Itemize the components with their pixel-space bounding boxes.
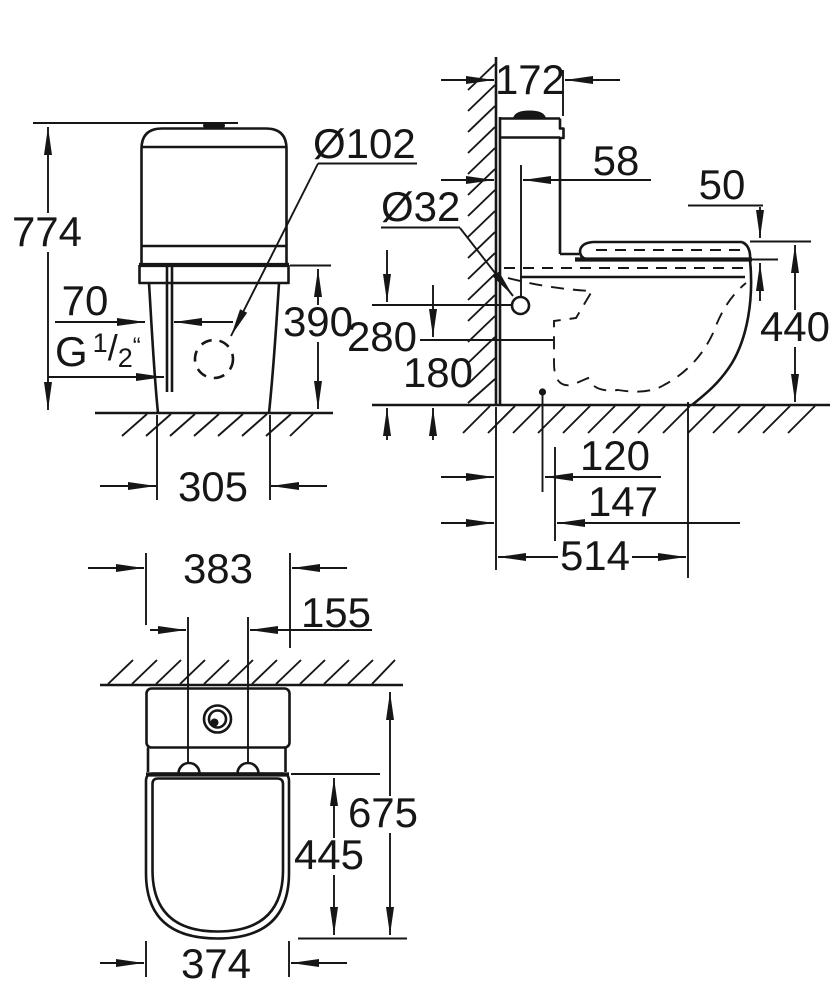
dim-bolt-spacing: 155 bbox=[150, 589, 372, 763]
dim-base-width: 305 bbox=[100, 415, 327, 510]
bowl-right-edge bbox=[267, 282, 281, 414]
seat-cover-back bbox=[578, 240, 594, 261]
plan-wall-hatch bbox=[107, 659, 396, 685]
flush-button-outer bbox=[202, 704, 233, 734]
flush-button-mark bbox=[210, 718, 219, 727]
bowl-front-curve bbox=[691, 259, 753, 407]
dim-inlet-from-wall: 58 bbox=[441, 137, 651, 184]
cistern-outline bbox=[140, 127, 288, 265]
dim-outlet-height: 180 bbox=[403, 285, 553, 440]
bowl-left-edge bbox=[147, 282, 160, 414]
dim-label-172: 172 bbox=[495, 56, 565, 103]
flush-button-inner bbox=[207, 709, 228, 729]
dim-label-70: 70 bbox=[62, 277, 109, 324]
bolt-hole-left bbox=[177, 761, 201, 774]
bolt-hole-right bbox=[236, 761, 260, 774]
cistern-front-side bbox=[558, 118, 565, 254]
dim-label-280: 280 bbox=[347, 313, 417, 360]
dim-outlet-from-wall-alt: 147 bbox=[441, 447, 740, 541]
dim-label-inlet-dia: Ø32 bbox=[381, 183, 460, 230]
dim-label-155: 155 bbox=[301, 589, 371, 636]
dim-label-147: 147 bbox=[588, 478, 658, 525]
trap-hidden-outline bbox=[507, 277, 747, 393]
dim-label-514: 514 bbox=[560, 532, 630, 579]
dim-label-180: 180 bbox=[403, 349, 473, 396]
seat-band bbox=[138, 265, 290, 285]
dim-plan-total-depth: 675 bbox=[298, 692, 418, 940]
side-floor-hatch bbox=[462, 405, 816, 434]
cistern-plan bbox=[145, 687, 291, 749]
dim-outlet-from-wall: 120 bbox=[441, 407, 661, 570]
dim-label-774: 774 bbox=[12, 208, 82, 255]
side-view: 172 58 Ø32 50 440 bbox=[347, 56, 830, 579]
dim-overall-height: 774 bbox=[12, 122, 238, 410]
seat-nose bbox=[741, 240, 752, 261]
dim-label-flush-dia: Ø102 bbox=[313, 120, 416, 167]
dim-label-390: 390 bbox=[283, 298, 353, 345]
dim-seat-thickness: 50 bbox=[688, 161, 778, 301]
plan-view: 383 155 675 445 37 bbox=[88, 545, 418, 987]
dim-seat-length: 445 bbox=[291, 773, 380, 935]
inlet-callout: Ø32 bbox=[381, 183, 514, 297]
dim-inlet-offset: 70 bbox=[55, 277, 233, 326]
dim-label-120: 120 bbox=[580, 432, 650, 479]
dim-rim-height: 440 bbox=[750, 240, 830, 402]
dim-label-305: 305 bbox=[178, 463, 248, 510]
dim-label-50: 50 bbox=[699, 161, 746, 208]
dim-label-440: 440 bbox=[760, 303, 830, 350]
dim-label-374: 374 bbox=[181, 940, 251, 987]
flush-hole-callout: Ø102 bbox=[230, 120, 417, 337]
seat-plan-outer bbox=[144, 772, 291, 940]
dim-bowl-width: 374 bbox=[100, 940, 347, 987]
inlet-circle bbox=[510, 295, 531, 316]
flush-hole-dashed-circle bbox=[193, 338, 235, 380]
dim-total-depth: 514 bbox=[498, 402, 689, 579]
dim-cistern-width: 383 bbox=[88, 545, 347, 648]
dim-label-383: 383 bbox=[183, 545, 253, 592]
dim-label-675: 675 bbox=[348, 789, 418, 836]
seat-plan-inner bbox=[151, 777, 285, 933]
dim-inlet-height: 280 bbox=[347, 250, 511, 440]
dim-label-58: 58 bbox=[593, 137, 640, 184]
dim-label-445: 445 bbox=[294, 831, 364, 878]
dim-cistern-depth: 172 bbox=[441, 56, 620, 116]
front-floor-hatch bbox=[121, 413, 314, 437]
flush-button-side bbox=[513, 110, 546, 118]
flush-button-front bbox=[203, 122, 225, 129]
dim-cistern-height: 390 bbox=[283, 264, 353, 409]
